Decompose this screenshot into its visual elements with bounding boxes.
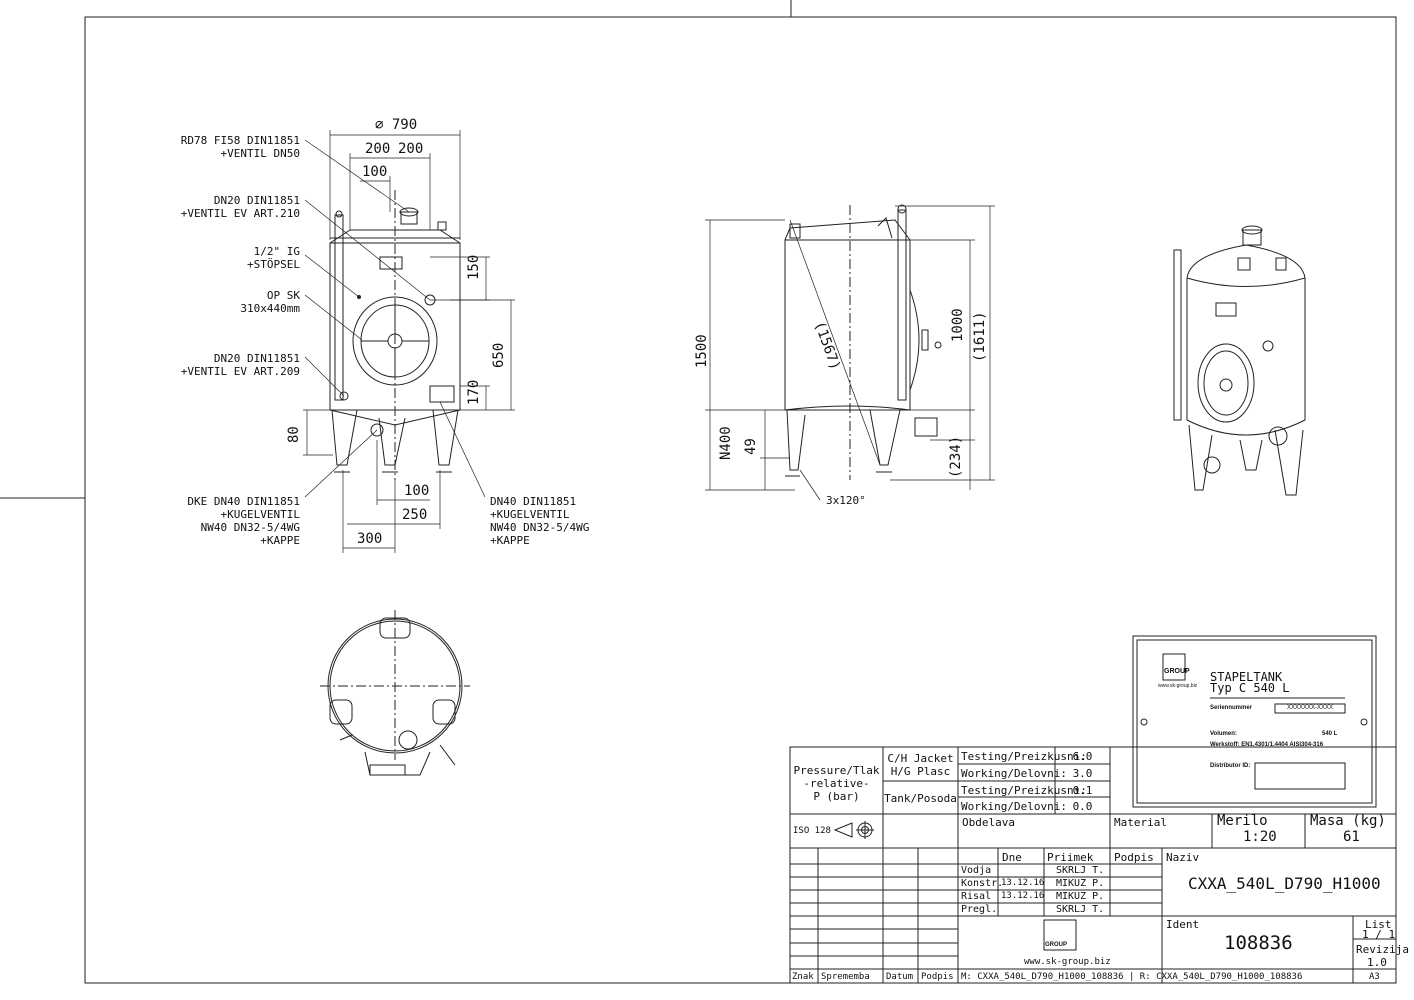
tb-masa-value: 61 [1343, 829, 1360, 845]
nameplate-title: STAPELTANK [1210, 670, 1283, 684]
top-view-tank [320, 610, 470, 776]
nameplate-distributor-label: Distributor ID: [1210, 763, 1251, 769]
side-view-dimensions [705, 205, 995, 501]
tb-row-1-label: Testing/Preizkusni: [961, 750, 1087, 763]
side-view-tank [784, 204, 942, 480]
tb-web: www.sk-group.biz [1024, 957, 1111, 967]
tb-podpis: Podpis [1114, 851, 1154, 864]
callout-1: RD78 FI58 DIN11851+VENTIL DN50 [180, 134, 300, 160]
dim-1500: 1500 [694, 334, 710, 368]
tb-row-2-value: 3.0 [1072, 767, 1093, 780]
dim-200-left: 200 [365, 141, 391, 157]
tb-naziv-value: CXXA_540L_D790_H1000 [1188, 874, 1381, 893]
tb-list-label: List [1365, 918, 1392, 931]
tb-row-3-label: Testing/Preizkusni: [961, 784, 1087, 797]
tb-dne: Dne [1002, 851, 1022, 864]
tb-merilo-label: Merilo [1217, 813, 1268, 829]
tb-row-1-value: 6.0 [1072, 750, 1093, 763]
nameplate-volume-label: Volumen: [1210, 731, 1237, 737]
dim-49: 49 [743, 438, 759, 455]
iso-view-tank [1173, 225, 1306, 496]
dim-650: 650 [491, 342, 507, 368]
tb-person-2-role: Konstr. [961, 878, 1004, 889]
tb-row-4-label: Working/Delovni: [961, 800, 1067, 813]
tb-person-2-date: 13.12.16 [1001, 878, 1045, 888]
tb-masa-label: Masa (kg) [1310, 813, 1386, 829]
tb-merilo-value: 1:20 [1243, 829, 1277, 845]
dim-250: 250 [402, 507, 428, 523]
dim-150: 150 [466, 254, 482, 280]
nameplate-serial-label: Seriennummer [1210, 705, 1253, 711]
tb-priimek: Priimek [1047, 851, 1094, 864]
title-block-grid [789, 746, 1397, 984]
front-view-tank [329, 190, 461, 480]
callout-3: 1/2" IG+STÖPSEL [247, 245, 300, 271]
tb-footer-sprememba: Sprememba [821, 972, 870, 982]
tb-ident-value: 108836 [1224, 932, 1293, 954]
nameplate-material: Werkstoff: EN1.4301/1.4404 AISI304-316 [1210, 742, 1324, 748]
tb-person-4-role: Pregl. [961, 904, 998, 915]
dim-100-top: 100 [362, 164, 388, 180]
tb-tank-label: Tank/Posoda [884, 792, 957, 805]
tb-person-2-name: MIKUZ P. [1056, 878, 1105, 889]
tb-person-1-role: Vodja [961, 865, 992, 876]
tb-person-3-role: Risal [961, 891, 992, 902]
tb-row-3-value: 0.1 [1072, 784, 1093, 797]
tb-iso: ISO 128 [793, 826, 831, 836]
dim-1000: 1000 [950, 308, 966, 342]
dim-200-right: 200 [398, 141, 424, 157]
nameplate-logo-brand: GROUP [1164, 668, 1190, 675]
nameplate-volume-value: 540 L [1322, 731, 1338, 737]
tb-person-1-name: SKRLJ T. [1056, 865, 1105, 876]
dim-170: 170 [466, 379, 482, 405]
tb-row-2-label: Working/Delovni: [961, 767, 1067, 780]
tb-footer-podpis: Podpis [921, 972, 954, 982]
tb-model-ref: M: CXXA_540L_D790_H1000_108836 | R: CXXA… [961, 972, 1303, 982]
sheet-frame [84, 16, 1397, 984]
dim-1611: (1611) [972, 311, 988, 362]
tb-revizija-value: 1.0 [1367, 956, 1387, 969]
tb-revizija-label: Revizija [1356, 943, 1409, 956]
nameplate-serial-value: XXXXXXX-XXXX [1286, 705, 1334, 711]
tb-person-3-date: 13.12.16 [1001, 891, 1045, 901]
dim-100-bottom: 100 [404, 483, 430, 499]
front-view-dimensions [303, 130, 515, 553]
dim-300: 300 [357, 531, 383, 547]
callout-5: DN20 DIN11851+VENTIL EV ART.209 [180, 352, 300, 378]
nameplate-web: www.sk-group.biz [1158, 683, 1198, 689]
tb-footer-datum: Datum [886, 972, 914, 982]
tb-list-value: 1 / 1 [1362, 928, 1396, 941]
dim-n400: N400 [718, 426, 734, 460]
tb-format: A3 [1369, 972, 1380, 982]
tb-person-4-name: SKRLJ T. [1056, 904, 1105, 915]
tb-material: Material [1114, 816, 1167, 829]
dim-diameter: ∅ 790 [375, 117, 418, 133]
tb-logo-brand: GROUP [1045, 942, 1068, 948]
tb-pressure-label: Pressure/Tlak-relative-P (bar) [793, 764, 880, 803]
legs-angle: 3x120° [826, 494, 866, 507]
tb-obdelava: Obdelava [962, 816, 1015, 829]
nameplate-type: Typ C 540 L [1210, 681, 1290, 695]
tb-row-4-value: 0.0 [1072, 800, 1093, 813]
dim-80: 80 [286, 426, 302, 443]
tb-footer-znak: Znak [792, 972, 814, 982]
tb-person-3-name: MIKUZ P. [1056, 891, 1105, 902]
callout-2: DN20 DIN11851+VENTIL EV ART.210 [180, 194, 300, 220]
dim-234: (234) [948, 435, 964, 478]
nameplate-frame [1132, 635, 1377, 808]
tb-naziv-label: Naziv [1166, 851, 1200, 864]
tb-ident-label: Ident [1166, 918, 1200, 931]
